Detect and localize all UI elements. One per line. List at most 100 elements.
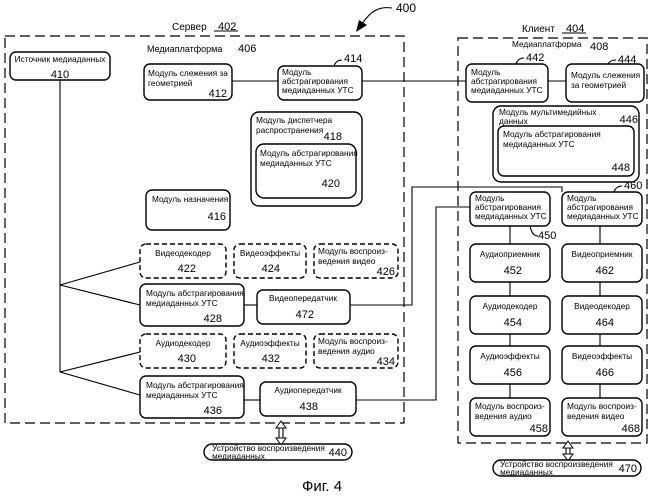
svg-text:444: 444 [618,54,636,66]
svg-text:Модуль абстрагирования: Модуль абстрагирования [146,380,244,390]
svg-text:Источник медиаданных: Источник медиаданных [15,54,107,64]
svg-text:Аудиодекодер: Аудиодекодер [156,338,211,348]
svg-text:медиаданных УТС: медиаданных УТС [282,85,354,95]
svg-text:Модуль абстрагирования: Модуль абстрагирования [503,129,601,139]
svg-text:428: 428 [204,313,222,325]
svg-text:464: 464 [596,317,614,329]
svg-text:456: 456 [504,367,522,379]
server-platform-title: Медиаплатформа [147,44,222,54]
svg-text:420: 420 [322,178,340,190]
box-audio-playback-458: Модуль воспроиз- ведения аудио 458 [470,398,550,436]
svg-text:462: 462 [596,265,614,277]
box-video-receiver-462: Видеоприемник 462 [562,244,642,282]
svg-text:медиаданных УТС: медиаданных УТС [567,211,639,221]
svg-text:430: 430 [178,353,196,365]
box-video-transmitter-472: Видеопередатчик 472 [257,290,350,324]
svg-text:436: 436 [204,405,222,417]
svg-text:416: 416 [208,211,226,223]
svg-text:геометрией: геометрией [148,78,193,88]
svg-text:440: 440 [329,447,347,459]
box-video-playback-426: Модуль воспроиз- ведения видео 426 [314,244,398,278]
figure-caption: Фиг. 4 [302,478,342,495]
svg-text:Аудиоэффекты: Аудиоэффекты [240,338,299,348]
box-vts-abstraction-428: Модуль абстрагирования медиаданных УТС 4… [140,284,244,326]
svg-text:медиаданных УТС: медиаданных УТС [475,211,547,221]
box-vts-abstraction-442: Модуль абстрагирования медиаданных УТС 4… [466,52,548,102]
svg-text:448: 448 [612,162,630,174]
box-vts-abstraction-420: Модуль абстрагирования медиаданных УТС 4… [256,144,358,198]
svg-text:442: 442 [526,52,544,64]
svg-text:медиаданных УТС: медиаданных УТС [471,85,543,95]
box-audio-decoder-430: Аудиодекодер 430 [140,334,226,368]
server-platform-ref: 406 [238,43,256,55]
box-vts-abstraction-448: Модуль абстрагирования медиаданных УТС 4… [498,126,634,176]
svg-text:Видеоэффекты: Видеоэффекты [572,351,632,361]
box-media-source: Источник медиаданных 410 [10,52,110,81]
svg-text:Видеодекодер: Видеодекодер [574,301,630,311]
box-vts-abstraction-414: Модуль абстрагирования медиаданных УТС 4… [278,53,362,100]
svg-text:Модуль воспроиз-: Модуль воспроиз- [318,336,388,346]
svg-text:медиаданных: медиаданных [500,467,554,477]
svg-text:Видеоприемник: Видеоприемник [571,249,633,259]
svg-text:Модуль абстрагирования: Модуль абстрагирования [146,288,244,298]
svg-text:424: 424 [262,263,280,275]
box-audio-receiver-452: Аудиоприемник 452 [470,244,550,282]
svg-text:медиаданных УТС: медиаданных УТС [146,298,218,308]
svg-text:ведения аудио: ведения аудио [475,411,532,421]
svg-text:Аудиопередатчик: Аудиопередатчик [274,385,342,395]
svg-text:450: 450 [538,230,556,242]
svg-text:434: 434 [377,356,395,368]
box-audio-effects-456: Аудиоэффекты 456 [470,346,550,384]
client-platform-ref: 408 [590,41,608,53]
box-geometry-tracking-444: Модуль слежения за геометрией 444 [566,54,644,102]
svg-text:470: 470 [619,463,637,475]
box-assignment-416: Модуль назначения 416 [146,190,230,230]
svg-text:ведения видео: ведения видео [567,411,625,421]
box-geometry-tracking-412: Модуль слежения за геометрией 412 [144,64,232,100]
svg-text:412: 412 [209,88,227,100]
svg-text:данных: данных [499,116,529,126]
svg-text:Модуль абстрагирования: Модуль абстрагирования [260,148,358,158]
box-vts-abstraction-436: Модуль абстрагирования медиаданных УТС 4… [140,376,244,418]
svg-text:Модуль воспроиз-: Модуль воспроиз- [475,401,545,411]
box-video-decoder-422: Видеодекодер 422 [140,244,226,278]
svg-text:Видеодекодер: Видеодекодер [155,248,211,258]
figure-ref: 400 [396,1,416,15]
server-device-link [276,421,286,445]
box-video-decoder-464: Видеодекодер 464 [562,296,642,334]
svg-text:за геометрией: за геометрией [571,80,627,90]
svg-text:Аудиодекодер: Аудиодекодер [483,301,538,311]
svg-text:426: 426 [377,266,395,278]
box-device-440: Устройство воспроизведения медиаданных 4… [204,443,352,461]
box-audio-effects-432: Аудиоэффекты 432 [234,334,306,368]
box-video-effects-466: Видеоэффекты 466 [562,346,642,384]
svg-text:Модуль воспроиз-: Модуль воспроиз- [567,401,637,411]
svg-text:Модуль слежения за: Модуль слежения за [148,68,228,78]
client-device-link [563,441,573,461]
svg-text:Модуль слежения: Модуль слежения [571,70,640,80]
svg-text:438: 438 [300,401,318,413]
svg-text:ведения аудио: ведения аудио [318,346,375,356]
svg-text:468: 468 [622,423,640,435]
svg-text:Модуль диспетчера: Модуль диспетчера [256,115,333,125]
svg-text:ведения видео: ведения видео [318,256,376,266]
svg-text:Видеоэффекты: Видеоэффекты [240,248,300,258]
svg-text:Аудиоэффекты: Аудиоэффекты [480,351,539,361]
svg-text:458: 458 [530,423,548,435]
box-vts-abstraction-450: Модуль абстрагирования медиаданных УТС 4… [470,192,556,242]
svg-text:414: 414 [344,53,362,65]
svg-text:медиаданных УТС: медиаданных УТС [503,139,575,149]
box-video-playback-468: Модуль воспроиз- ведения видео 468 [562,398,642,436]
svg-text:медиаданных УТС: медиаданных УТС [146,390,218,400]
box-video-effects-424: Видеоэффекты 424 [234,244,306,278]
svg-text:распространения: распространения [256,125,323,135]
svg-text:Модуль назначения: Модуль назначения [152,194,228,204]
svg-text:Видеопередатчик: Видеопередатчик [269,293,337,303]
box-audio-playback-434: Модуль воспроиз- ведения аудио 434 [314,334,398,368]
server-title: Сервер [172,22,207,33]
svg-text:452: 452 [504,265,522,277]
svg-text:446: 446 [620,114,638,126]
svg-text:Аудиоприемник: Аудиоприемник [480,249,541,259]
svg-text:422: 422 [178,263,196,275]
